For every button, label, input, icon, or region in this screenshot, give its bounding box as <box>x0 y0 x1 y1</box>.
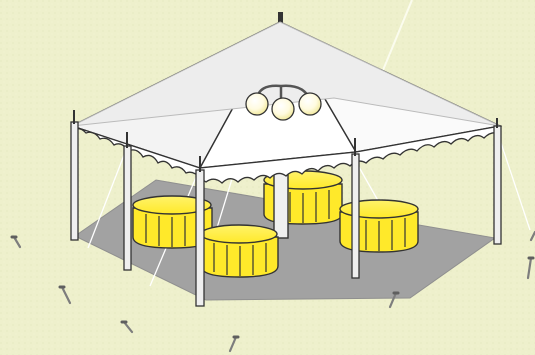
tent-pole <box>71 122 78 240</box>
globe-light <box>299 93 321 115</box>
tent-pole <box>494 126 501 244</box>
tent-pole <box>124 146 131 270</box>
tent-pole <box>196 170 204 306</box>
table-front-left <box>201 225 278 277</box>
tent-pole <box>352 154 359 278</box>
globe-light <box>246 93 268 115</box>
globe-light <box>272 98 294 120</box>
